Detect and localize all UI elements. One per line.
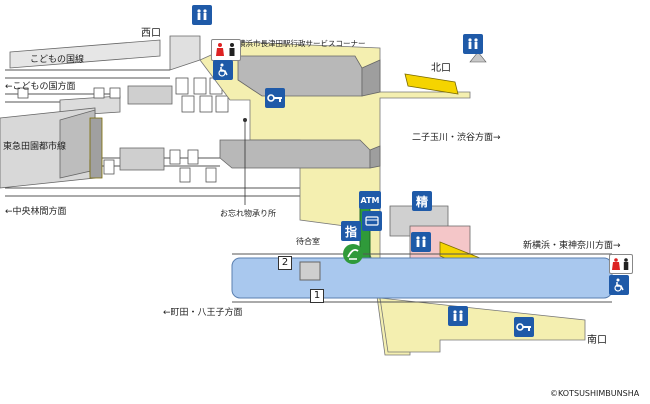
platform-1-number: 1 [310, 289, 324, 303]
platform-2-number: 2 [278, 256, 292, 270]
north-exit-arrow [469, 51, 487, 63]
to-kodomo-label: ←こどもの国方面 [5, 82, 76, 92]
elevator-icon [411, 232, 431, 252]
west-exit-label: 西口 [141, 28, 161, 39]
upper-structures [0, 35, 201, 189]
lost-found-label: お忘れ物承り所 [220, 209, 276, 218]
lower-tracks [232, 253, 612, 303]
reserved-ticket-icon: 指 [341, 221, 361, 241]
elevator-icon [448, 306, 468, 326]
elevator-icon [463, 34, 483, 54]
waiting-room-label: 待合室 [296, 237, 320, 246]
locker-key-icon [265, 88, 285, 108]
city-service-label: 横浜市長津田駅行政サービスコーナー [238, 39, 366, 48]
copyright: ©KOTSUSHIMBUNSHA [550, 389, 640, 398]
card-icon [362, 211, 382, 231]
accessible-icon [609, 275, 629, 295]
denentoshi-line-label: 東急田園都市線 [3, 142, 67, 152]
accessible-icon [213, 60, 233, 80]
toilet-icon [211, 39, 241, 61]
kodomo-line-label: こどもの国線 [30, 55, 85, 65]
fare-adjust-icon: 精 [412, 191, 432, 211]
to-machida-label: ←町田・八王子方面 [163, 308, 243, 318]
atm-icon: ATM [359, 191, 381, 209]
to-shinyokohama-label: 新横浜・東神奈川方面→ [523, 241, 621, 251]
to-futako-label: 二子玉川・渋谷方面→ [412, 133, 501, 143]
elevator-icon [192, 5, 212, 25]
to-chuorinkan-label: ←中央林間方面 [5, 207, 67, 217]
locker-key-icon [514, 317, 534, 337]
south-exit-label: 南口 [587, 335, 607, 346]
green-window-icon [343, 244, 363, 264]
north-exit-label: 北口 [431, 63, 451, 74]
toilet-icon [609, 254, 633, 274]
lost-found-dot [243, 118, 247, 122]
